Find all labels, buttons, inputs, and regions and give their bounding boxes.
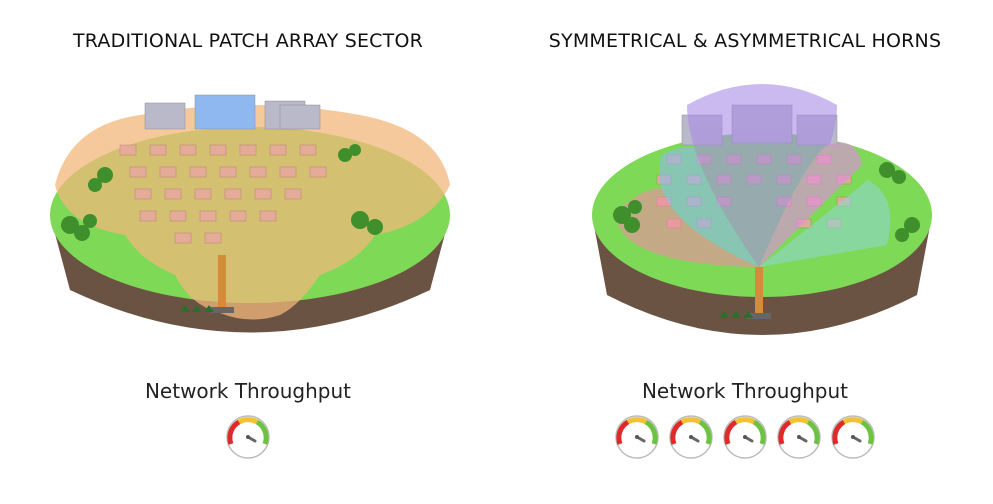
antenna-tower-icon (180, 255, 234, 313)
panel-title: TRADITIONAL PATCH ARRAY SECTOR (72, 30, 423, 52)
gauge-icon (777, 415, 821, 459)
horn-beam (759, 142, 862, 267)
building-row-back (144, 94, 321, 130)
horn-beam (759, 180, 891, 267)
gauge-icon (831, 415, 875, 459)
antenna-tower-icon (719, 267, 771, 319)
coverage-area (55, 105, 450, 320)
metric-label: Network Throughput (641, 379, 849, 403)
gauge-icon (615, 415, 659, 459)
gauge-icon (723, 415, 767, 459)
building-grid (119, 144, 327, 244)
building-icon (194, 94, 256, 130)
gauge-icon (669, 415, 713, 459)
horn-beam (659, 147, 759, 267)
horns-panel: SYMMETRICAL & ASYMMETRICAL HORNS (497, 0, 993, 504)
tree-icon (61, 144, 383, 241)
tree-icon (613, 162, 920, 242)
gauge-icon (226, 415, 270, 459)
metric-label: Network Throughput (144, 379, 352, 403)
gauge-group (497, 414, 993, 460)
horn-beams (615, 84, 891, 267)
patch-array-scene (50, 94, 450, 333)
building-icon (144, 102, 186, 130)
panel-title: SYMMETRICAL & ASYMMETRICAL HORNS (548, 30, 942, 52)
horns-scene (592, 84, 932, 335)
gauge-group (0, 414, 496, 460)
horn-beam (687, 84, 837, 267)
patch-array-panel: TRADITIONAL PATCH ARRAY SECTOR (0, 0, 496, 504)
building-icon (279, 104, 321, 130)
